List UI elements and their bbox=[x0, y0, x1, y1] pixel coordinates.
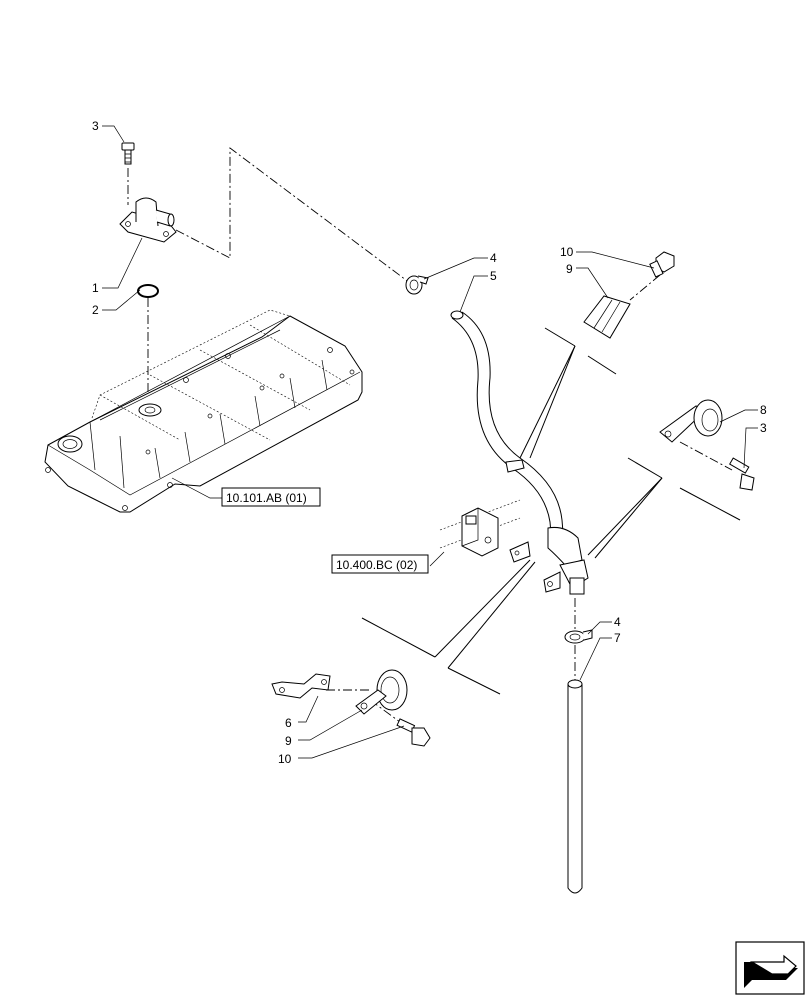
reference-label-rocker-cover: 10.101.AB (01) bbox=[226, 491, 307, 505]
bracket-lower bbox=[271, 673, 331, 699]
screw-upper bbox=[121, 142, 135, 165]
bolt-lower bbox=[396, 718, 431, 747]
assembly-lines bbox=[127, 147, 733, 723]
callout-10-upper: 10 bbox=[560, 245, 574, 259]
screw-right bbox=[729, 457, 755, 491]
reference-label-breather: 10.400.BC (02) bbox=[336, 558, 417, 572]
leader-lines bbox=[102, 125, 758, 759]
reference-box-breather[interactable]: 10.400.BC (02) bbox=[331, 554, 429, 574]
callout-3-upper: 3 bbox=[92, 119, 99, 133]
o-ring bbox=[137, 284, 159, 298]
callout-4-upper: 4 bbox=[490, 251, 497, 265]
callout-2: 2 bbox=[92, 303, 99, 317]
breather-valve bbox=[119, 197, 177, 243]
callout-5: 5 bbox=[490, 269, 497, 283]
arrow-icon[interactable] bbox=[735, 941, 805, 995]
bolt-upper bbox=[649, 251, 675, 278]
rocker-cover bbox=[44, 309, 363, 513]
drain-tube bbox=[567, 679, 583, 894]
rubber-insert-upper bbox=[583, 295, 631, 339]
breather-tube bbox=[450, 310, 565, 546]
section-lines bbox=[361, 327, 741, 695]
callout-8: 8 bbox=[760, 403, 767, 417]
tube-connector bbox=[509, 527, 589, 595]
callout-7: 7 bbox=[614, 631, 621, 645]
callout-numbers: 3 1 2 4 5 10 9 8 3 4 7 6 9 10 bbox=[92, 119, 767, 766]
callout-1: 1 bbox=[92, 281, 99, 295]
mounting-bracket bbox=[439, 499, 521, 557]
callout-10-lower: 10 bbox=[278, 752, 292, 766]
hose-clamp-lower bbox=[564, 629, 593, 644]
callout-3-right: 3 bbox=[760, 421, 767, 435]
callout-6: 6 bbox=[285, 716, 292, 730]
p-clamp bbox=[659, 399, 723, 443]
callout-9-upper: 9 bbox=[566, 262, 573, 276]
reference-box-rocker-cover[interactable]: 10.101.AB (01) bbox=[221, 487, 321, 507]
callout-4-lower: 4 bbox=[614, 615, 621, 629]
callout-9-lower: 9 bbox=[285, 734, 292, 748]
clamp-lower bbox=[355, 669, 408, 715]
